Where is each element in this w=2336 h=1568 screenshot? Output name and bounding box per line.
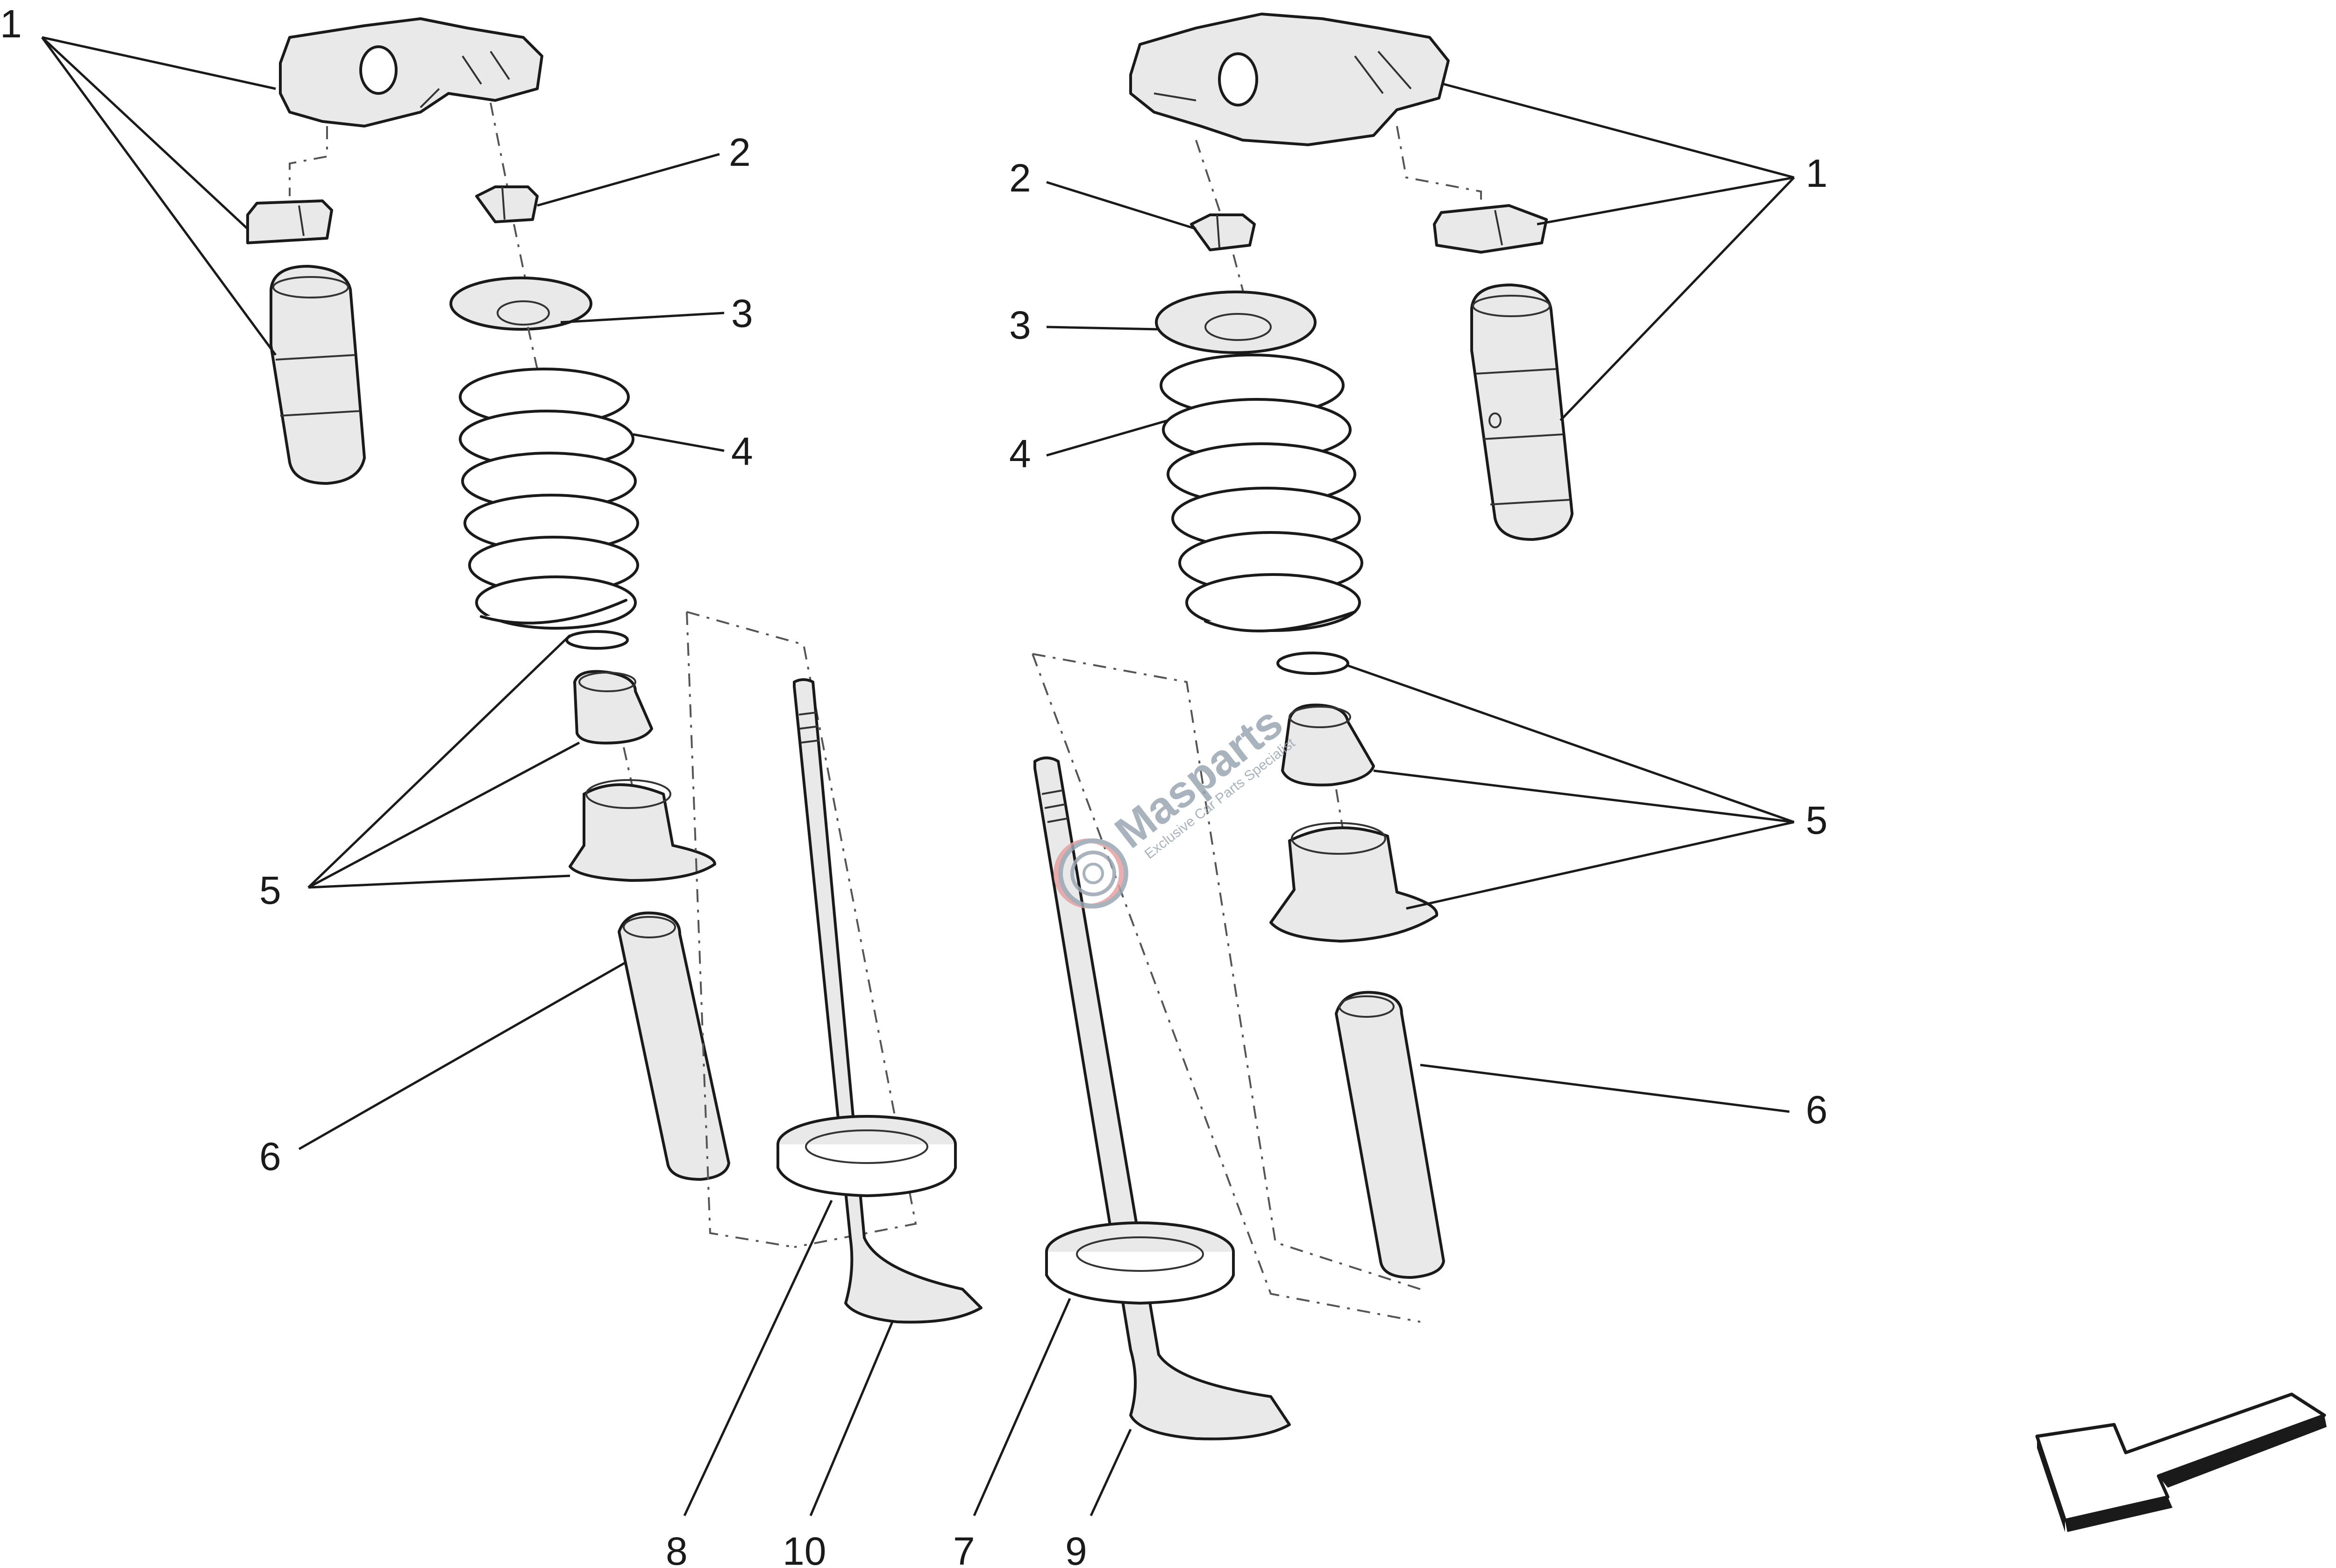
right-rocker-arm [1129,13,1450,146]
right-seal-base [1269,822,1439,943]
callout-left-3: 3 [731,291,753,335]
callout-right-6: 6 [1806,1088,1828,1132]
right-o-ring [1276,652,1349,675]
right-valve-guide [1335,991,1445,1279]
callout-right-1: 1 [1806,151,1828,195]
right-clip [1433,204,1548,254]
left-clip [246,199,333,244]
callout-right-5: 5 [1806,798,1828,842]
right-valve-seat [1045,1221,1235,1305]
right-spring-retainer [1155,291,1317,354]
right-stem-seal [1281,703,1375,787]
left-seal-base [569,779,716,882]
left-valve-keeper [475,185,539,223]
right-tappet [1470,284,1574,541]
callout-right-9: 9 [1065,1529,1087,1568]
callout-left-4: 4 [731,429,753,473]
left-tappet [270,265,366,485]
callout-left-8: 8 [666,1529,688,1568]
left-spring-retainer [449,277,592,331]
left-stem-seal [573,670,653,745]
callout-right-3: 3 [1009,303,1031,347]
left-valve-spring [459,368,639,630]
right-valve-spring [1160,354,1363,632]
right-valve-keeper [1190,213,1256,251]
left-assembly: 1 2 3 4 5 6 8 10 [0,2,983,1568]
callout-right-7: 7 [953,1529,975,1568]
left-rocker-arm [279,17,543,128]
callout-left-6: 6 [259,1135,281,1178]
watermark: Masparts Exclusive Car Parts Specialist [1054,697,1298,908]
watermark-brand: Masparts [1106,697,1292,858]
callout-right-2: 2 [1009,156,1031,200]
left-valve-seat [776,1115,957,1197]
callout-left-5: 5 [259,868,281,912]
left-valve-guide [618,911,730,1181]
right-assembly: 1 2 3 4 5 6 7 9 [953,13,1828,1568]
left-valve [793,678,983,1324]
callout-left-2: 2 [729,130,751,174]
callout-right-4: 4 [1009,432,1031,475]
left-o-ring [565,630,629,650]
callout-left-1: 1 [0,2,22,46]
direction-arrow-icon [2035,1392,2327,1532]
callout-left-10: 10 [783,1529,826,1568]
right-valve [1033,756,1291,1440]
masparts-logo-icon [1054,838,1128,908]
